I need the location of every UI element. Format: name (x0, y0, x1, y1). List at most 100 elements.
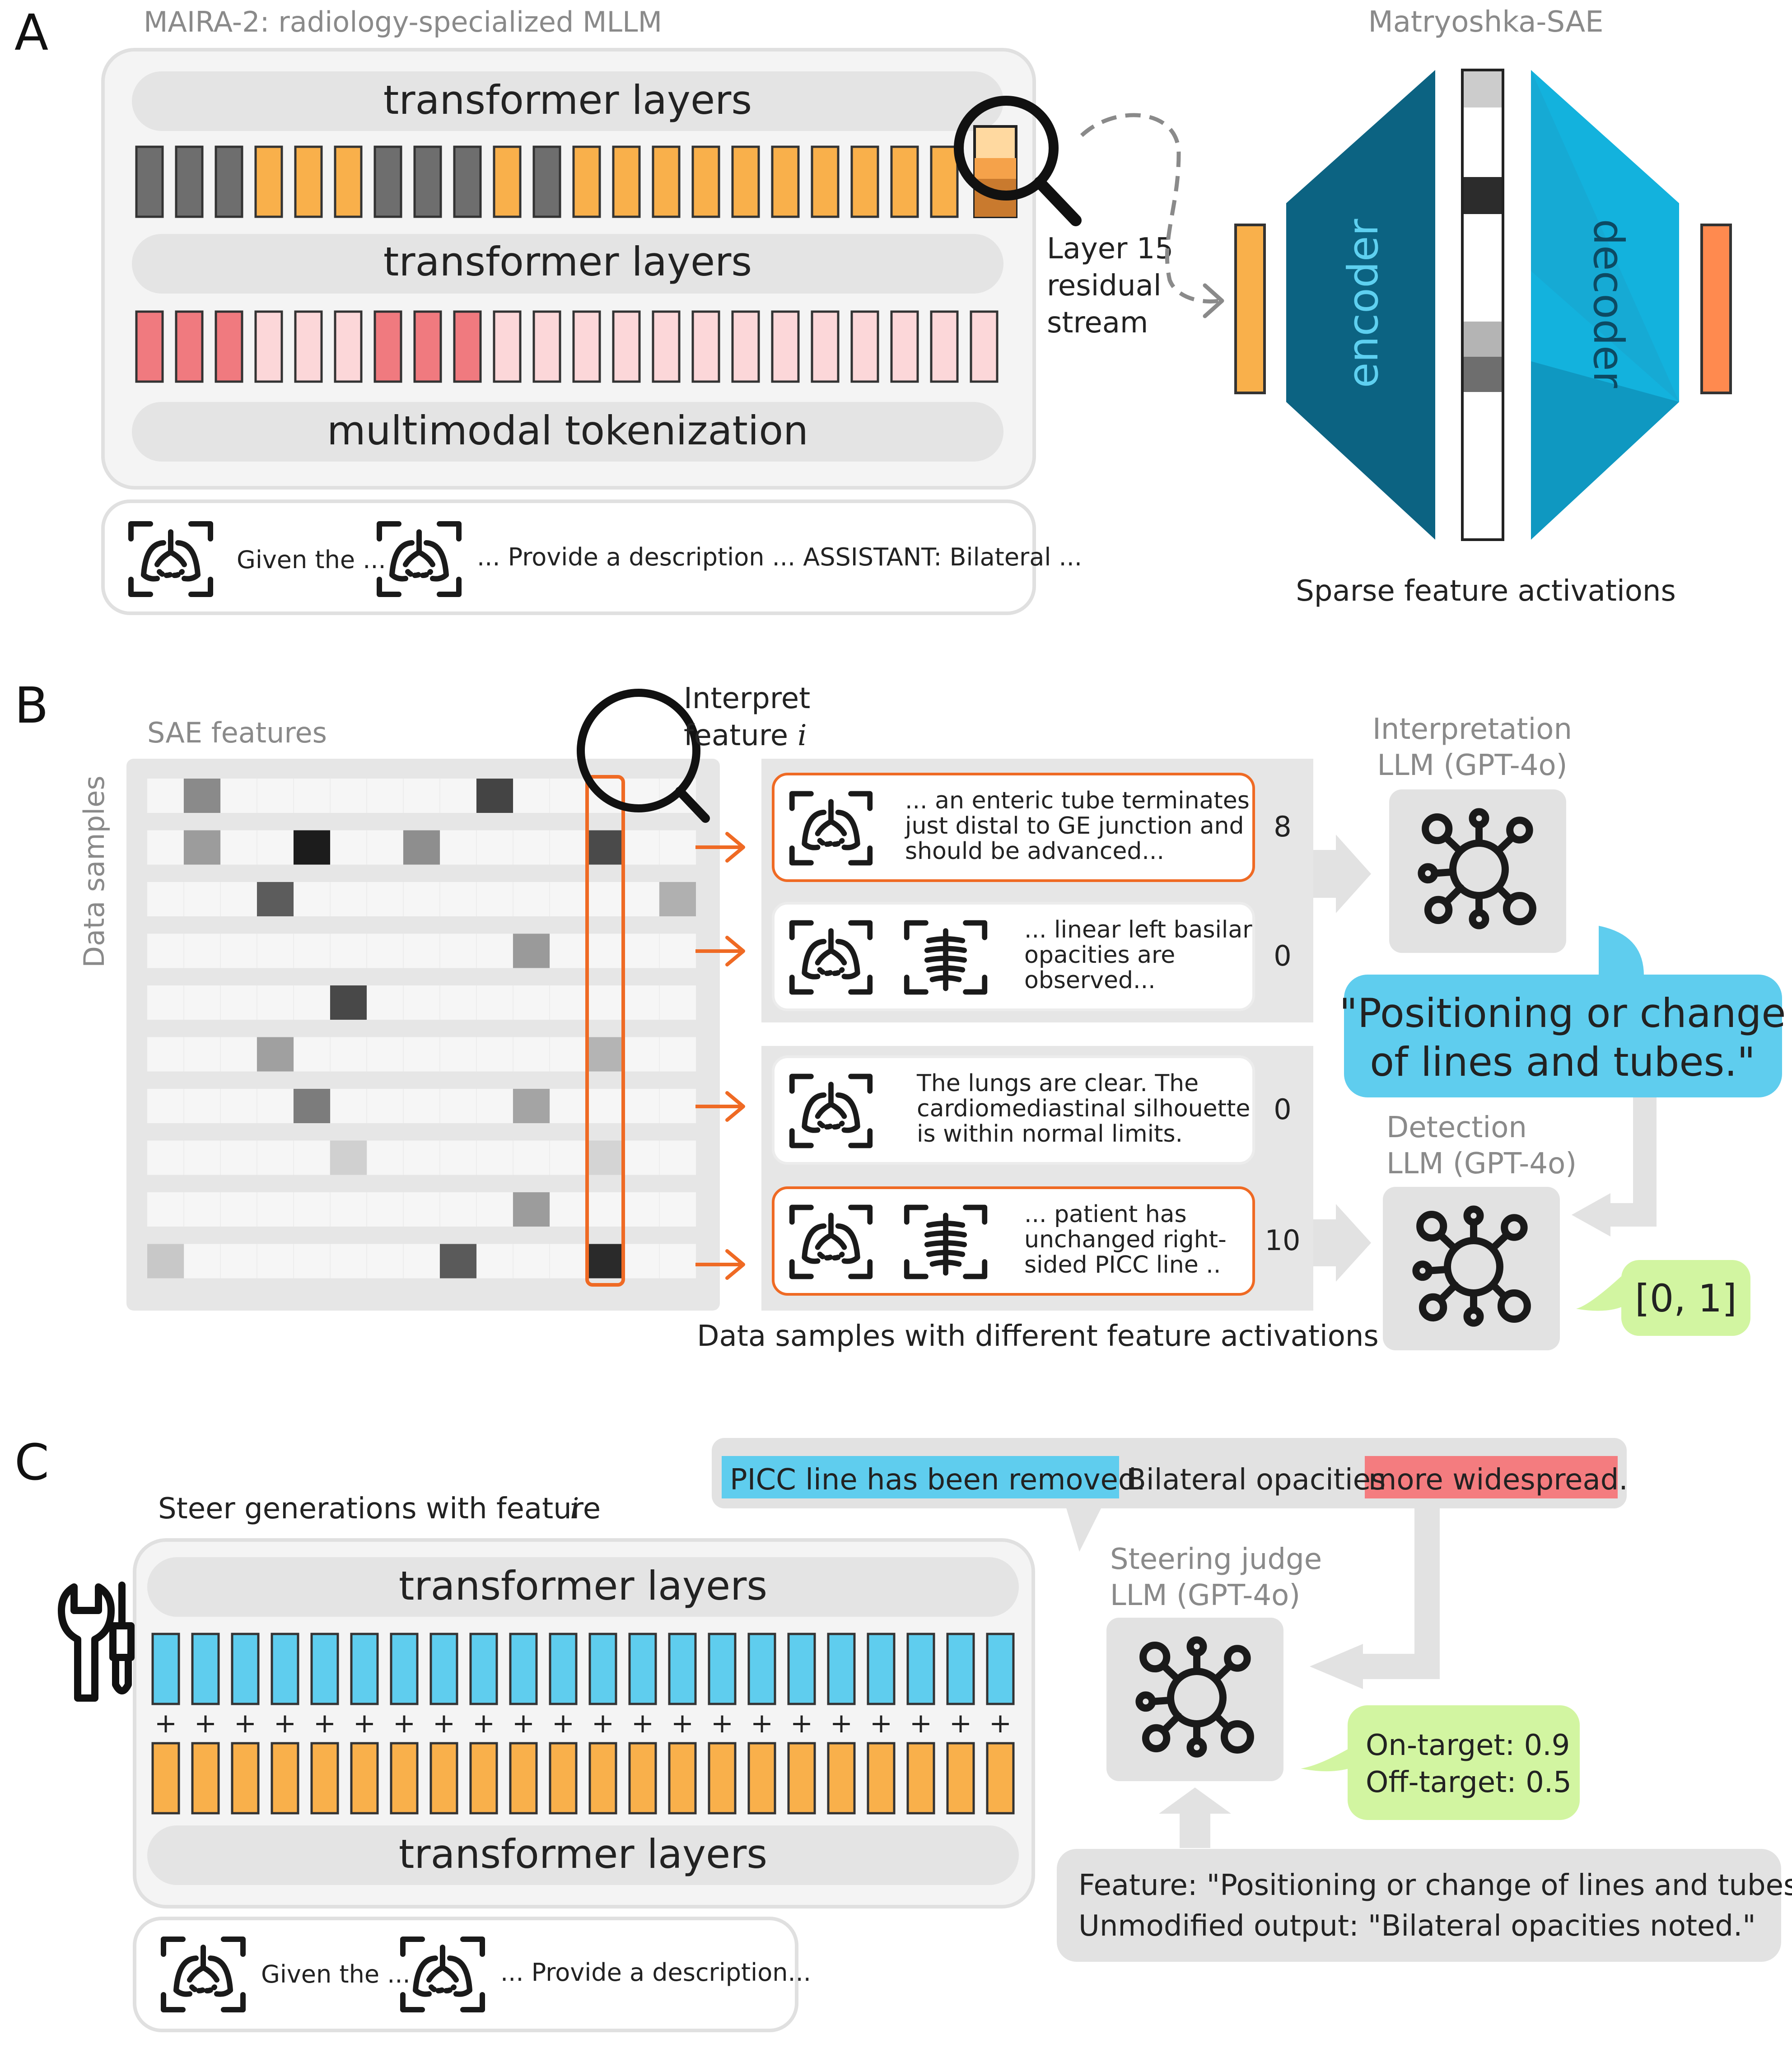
encoder-shape (1286, 70, 1435, 540)
sample-card-box (772, 1186, 1255, 1296)
sparse-bar (1461, 69, 1504, 541)
sample-arrows (695, 832, 745, 1280)
quote-line-1: "Positioning or change (1339, 990, 1786, 1036)
tokenization-label: multimodal tokenization (327, 407, 808, 454)
sample-arrow-head (725, 1091, 745, 1122)
quote-bubble (1344, 975, 1782, 1097)
sample-card-box (772, 902, 1255, 1011)
embedding-token (453, 310, 482, 383)
interpret-label-2: feature (684, 719, 788, 752)
interpretation-llm-box (1389, 789, 1566, 953)
feature-box (1057, 1849, 1781, 1962)
activation-score: 8 (1274, 810, 1291, 843)
scores-bubble-tail (1301, 1748, 1355, 1772)
plus-sign: + (592, 1708, 614, 1739)
embedding-token (175, 310, 204, 383)
token (215, 145, 243, 218)
heatmap-cell (440, 1244, 476, 1279)
token (850, 145, 879, 218)
token (930, 145, 959, 218)
plus-sign: + (711, 1708, 733, 1739)
steering-token (509, 1633, 538, 1705)
sparse-cell (1464, 177, 1502, 214)
steering-token (708, 1633, 737, 1705)
token (413, 145, 442, 218)
steering-token (747, 1633, 776, 1705)
steering-token (429, 1633, 458, 1705)
plus-sign: + (353, 1708, 376, 1739)
residual-token (986, 1742, 1015, 1815)
residual-token (151, 1742, 180, 1815)
sae-input (1234, 224, 1266, 394)
decoder-label: decoder (1584, 219, 1633, 388)
embedding-token (890, 310, 919, 383)
steering-token (549, 1633, 578, 1705)
steer-transformer-top (147, 1557, 1019, 1617)
residual-token (787, 1742, 816, 1815)
score-off-target: Off-target: 0.5 (1366, 1766, 1572, 1799)
residual-token (310, 1742, 339, 1815)
embedding-token (572, 310, 601, 383)
score-on-target: On-target: 0.9 (1366, 1729, 1570, 1762)
interp-llm-label-2: LLM (GPT-4o) (1377, 749, 1567, 782)
embedding-token (970, 310, 999, 383)
panel-letter-a: A (14, 4, 48, 61)
plus-sign: + (631, 1708, 654, 1739)
dashed-arrow (1080, 113, 1220, 303)
decoder-facet (1531, 361, 1679, 540)
plus-row: ++++++++++++++++++++++ (154, 1708, 1012, 1739)
feature-line-2: Unmodified output: "Bilateral opacities … (1078, 1909, 1756, 1943)
steering-token (946, 1633, 975, 1705)
dashed-arrow-head (1203, 283, 1224, 318)
wrench-icon (58, 1582, 135, 1702)
residual-token (747, 1742, 776, 1815)
token (811, 145, 840, 218)
feature-column-highlight (585, 775, 625, 1287)
plus-sign: + (552, 1708, 574, 1739)
plus-sign: + (989, 1708, 1012, 1739)
prompt-rest: ... Provide a description ... ASSISTANT:… (477, 543, 1082, 571)
heatmap-cell (294, 1089, 330, 1123)
heatmap-cell (586, 830, 623, 865)
layer-label-2: residual (1047, 269, 1162, 303)
transformer-label-top: transformer layers (383, 77, 752, 123)
arrow-to-detection (1313, 1204, 1371, 1282)
steer-transformer-label-bottom: transformer layers (399, 1831, 767, 1877)
heatmap-cell (513, 1089, 550, 1123)
token (453, 145, 482, 218)
steering-token (787, 1633, 816, 1705)
sparse-cell (1464, 357, 1502, 392)
heatmap-cell (513, 933, 550, 968)
residual-token (191, 1742, 220, 1815)
embedding-token (930, 310, 959, 383)
plus-sign: + (393, 1708, 415, 1739)
sample-arrow-head (725, 1249, 745, 1280)
layer-label-3: stream (1047, 306, 1148, 340)
embedding-token (413, 310, 442, 383)
steer-mllm-container (133, 1538, 1035, 1909)
embedding-token (373, 310, 402, 383)
panel-letter-c: C (14, 1433, 49, 1491)
sample-arrow-head (725, 832, 745, 863)
sample-text-line: opacities are (1024, 942, 1175, 969)
plus-sign: + (949, 1708, 972, 1739)
sparse-cell (1464, 322, 1502, 357)
steering-token (906, 1633, 935, 1705)
heatmap-row (147, 779, 696, 813)
heatmap-cell (586, 1244, 623, 1279)
residual-token (827, 1742, 856, 1815)
token (175, 145, 204, 218)
residual-token (867, 1742, 896, 1815)
residual-token (231, 1742, 260, 1815)
heatmap-row (147, 985, 696, 1020)
probed-token-band (975, 158, 1016, 179)
embedding-token (215, 310, 243, 383)
token (572, 145, 601, 218)
token (493, 145, 522, 218)
heatmap-cell (147, 1244, 184, 1279)
steering-token (271, 1633, 299, 1705)
embedding-token (532, 310, 561, 383)
sample-text-line: just distal to GE junction and (905, 812, 1244, 840)
heatmap-cell (476, 779, 513, 813)
